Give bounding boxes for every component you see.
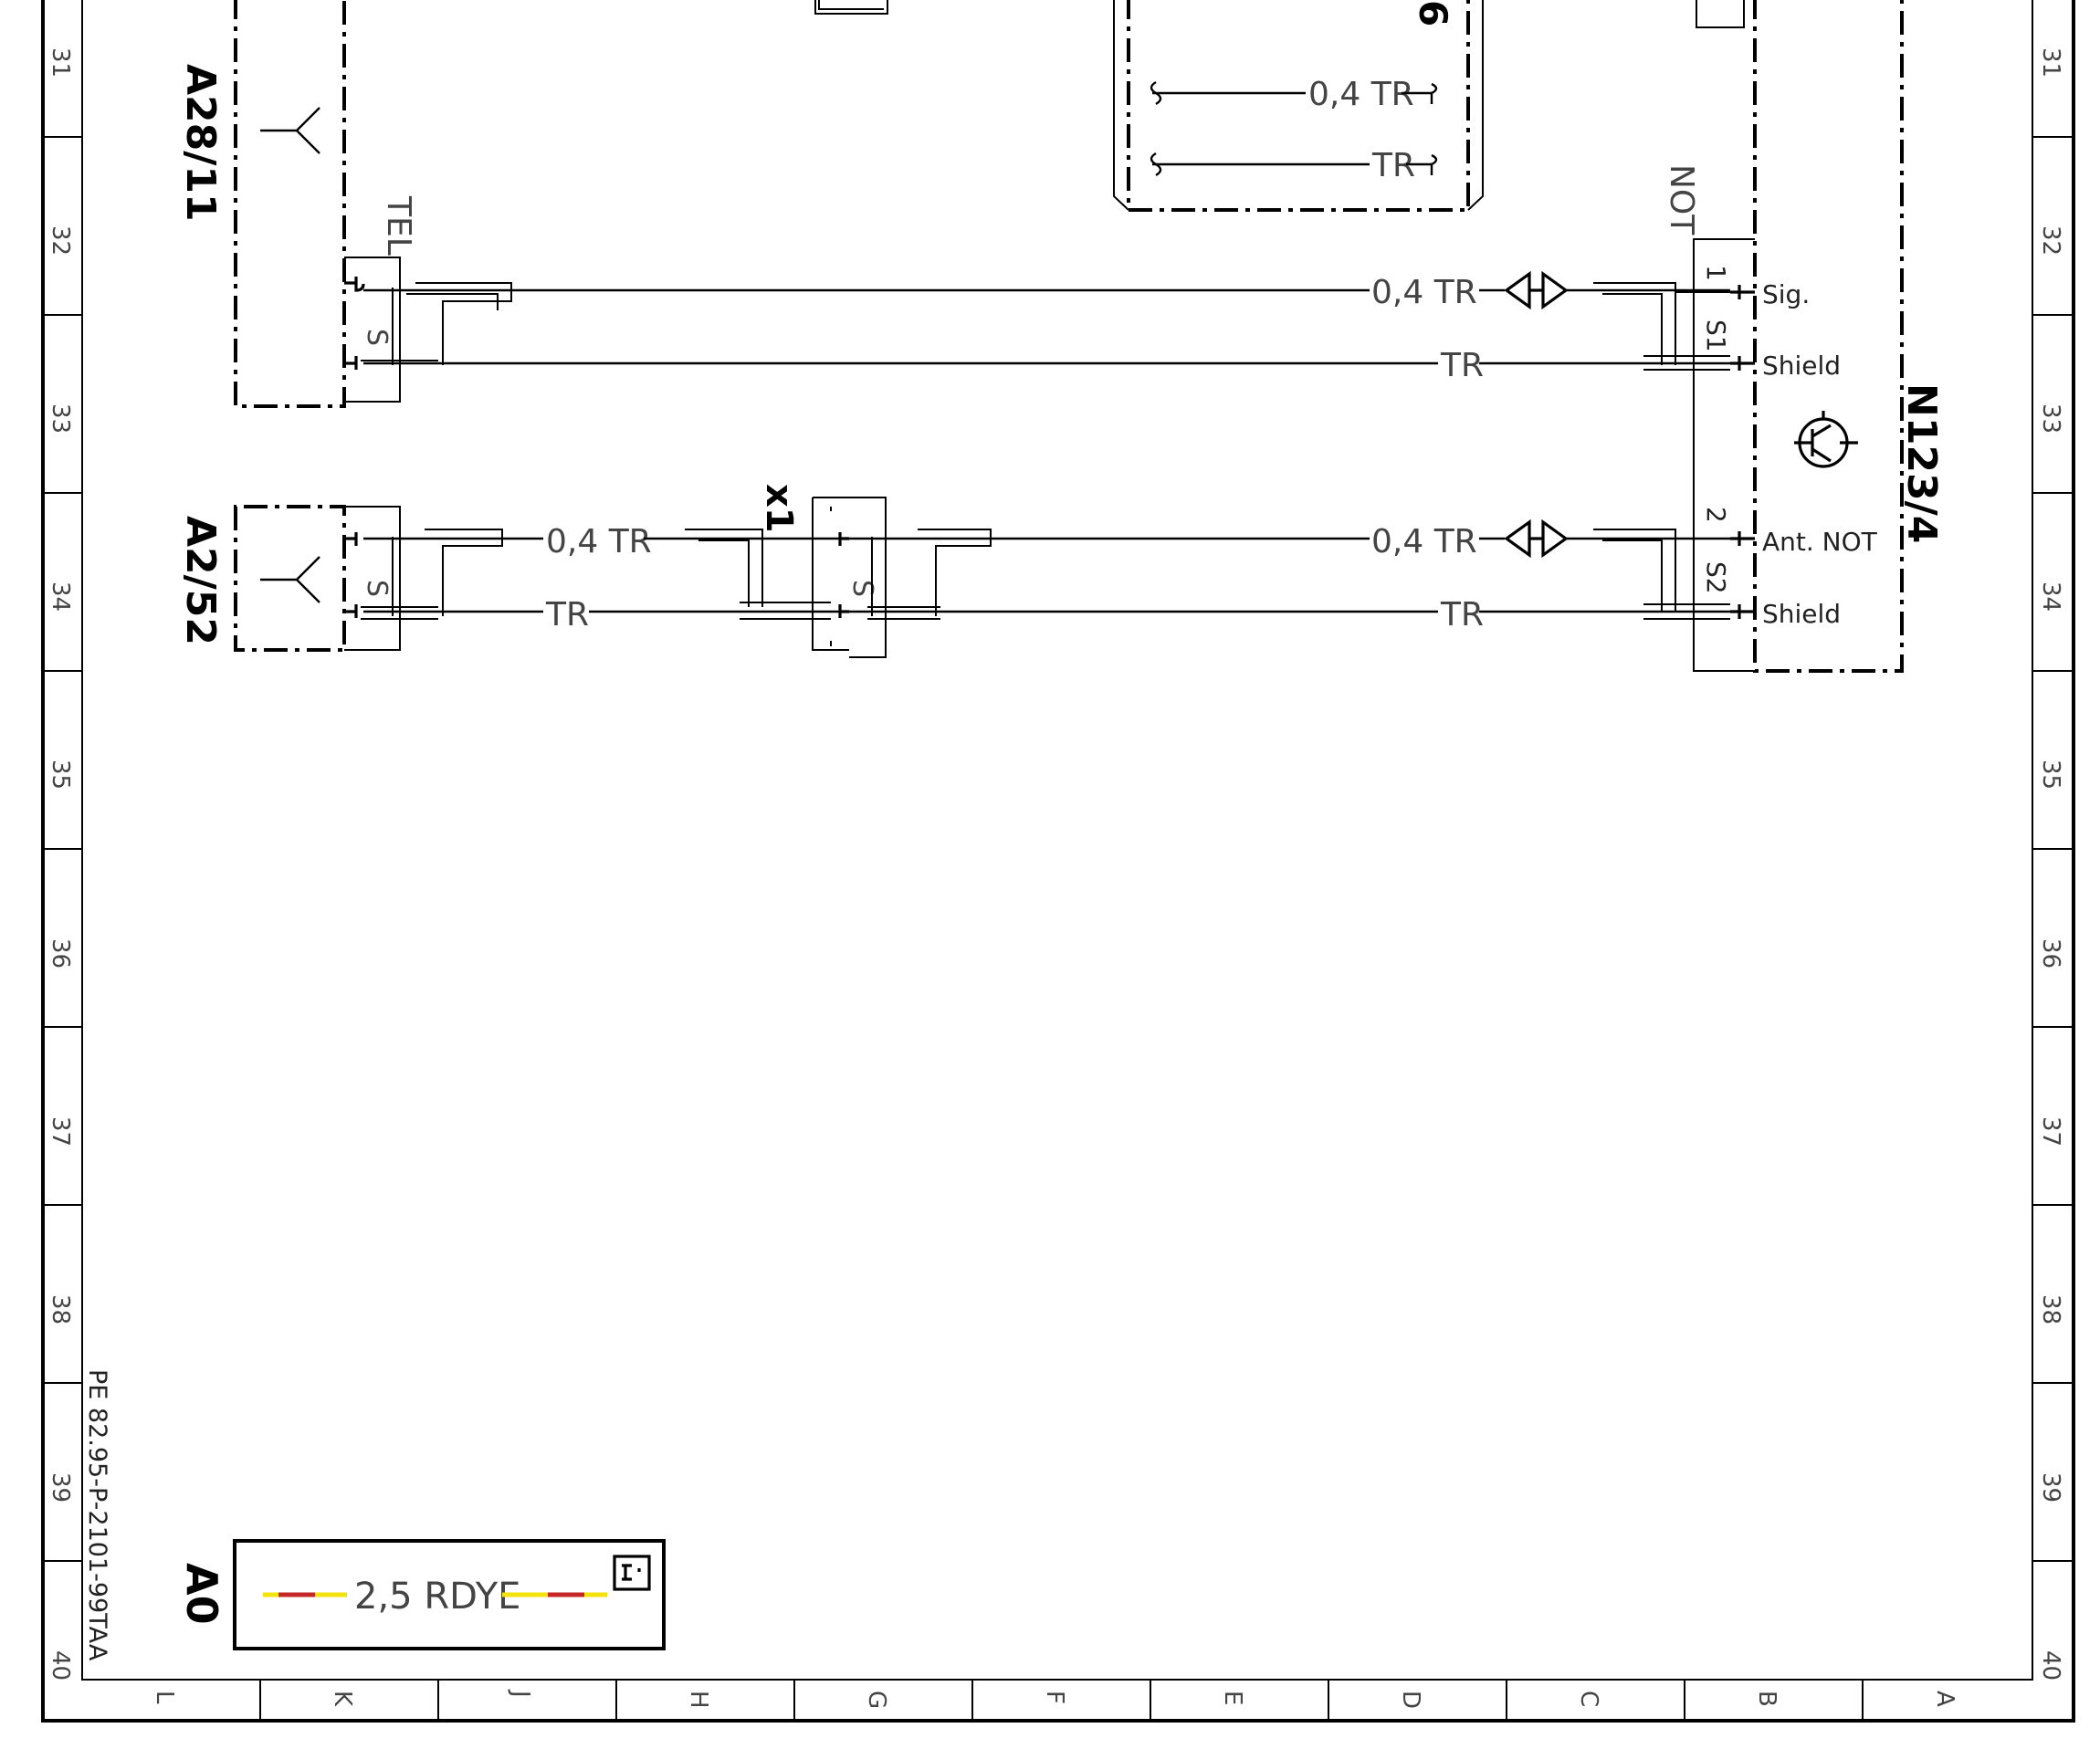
column-letter: J xyxy=(507,1689,534,1698)
pin-label-shield: Shield xyxy=(1762,351,1841,381)
row-numbers-left: 31 32 33 34 35 36 37 38 39 40 xyxy=(47,47,74,1681)
column-letter: F xyxy=(1041,1691,1068,1704)
connector-x1: x1 S xyxy=(758,484,887,658)
row-number: 40 xyxy=(47,1650,74,1681)
pin-label-1: 1 xyxy=(1701,265,1731,281)
component-label-a2-52: A2/52 xyxy=(177,516,224,645)
wire-label: 0,4 TR xyxy=(1371,274,1477,311)
column-letter: B xyxy=(1753,1691,1780,1707)
column-letter: A xyxy=(1931,1691,1958,1707)
pin-label-not: NOT xyxy=(1663,164,1700,236)
column-letter: C xyxy=(1575,1691,1602,1707)
pin-label-s2: S2 xyxy=(1701,561,1731,594)
component-label-x1: x1 xyxy=(758,484,800,533)
row-number: 36 xyxy=(47,938,74,969)
column-letter: L xyxy=(151,1691,178,1704)
row-number: 39 xyxy=(47,1472,74,1503)
component-label-a28-11: A28/11 xyxy=(177,64,224,222)
row-number: 35 xyxy=(2037,759,2064,790)
row-number: 35 xyxy=(47,759,74,790)
wire-run-lower: 0,4 TR TR 0,4 TR TR xyxy=(361,518,1730,634)
pin-label-s: S xyxy=(361,580,393,597)
info-icon xyxy=(613,1555,651,1591)
row-number: 32 xyxy=(47,225,74,256)
row-number: 31 xyxy=(47,47,74,78)
component-a2-52: A2/52 S xyxy=(177,505,401,652)
row-number: 32 xyxy=(2037,225,2064,256)
row-number: 31 xyxy=(2037,47,2064,78)
connector-icon xyxy=(1504,518,1569,559)
wire-run-upper: 0,4 TR TR xyxy=(361,270,1730,384)
connector-icon xyxy=(1504,270,1569,310)
pin-label-2: 2 xyxy=(1701,507,1731,523)
antenna-icon xyxy=(260,107,320,154)
wire-label: TR xyxy=(545,596,589,634)
pin-label-shield: Shield xyxy=(1762,599,1841,629)
row-numbers-right: 31 32 33 34 35 36 37 38 39 40 xyxy=(2037,47,2064,1681)
row-number: 34 xyxy=(47,581,74,612)
row-number: 37 xyxy=(47,1116,74,1147)
component-label-n123-4: N123/4 xyxy=(1898,383,1945,543)
column-letter: K xyxy=(329,1691,356,1707)
row-number: 40 xyxy=(2037,1650,2064,1681)
wire-label: 0,4 TR xyxy=(1371,523,1477,560)
row-number: 36 xyxy=(2037,938,2064,969)
pin-label-s: S xyxy=(361,329,393,346)
column-letters: L K J H G F E D C B A xyxy=(151,1689,1958,1709)
row-number: 39 xyxy=(2037,1472,2064,1503)
pin-label-sig: Sig. xyxy=(1762,279,1810,309)
top-partial-components: 0,4 TR TR 6 xyxy=(814,0,1745,212)
pin-label-s: S xyxy=(846,580,878,597)
column-letter: G xyxy=(863,1691,890,1709)
row-number: 37 xyxy=(2037,1116,2064,1147)
antenna-icon xyxy=(260,556,320,603)
column-letter: D xyxy=(1397,1691,1424,1709)
wire-label: TR xyxy=(1371,147,1415,184)
component-label-top-block: 6 xyxy=(1411,0,1455,26)
wire-label: 0,4 TR xyxy=(1308,76,1414,113)
legend-a0: A0 2,5 RDYE xyxy=(177,1539,666,1650)
row-number: 38 xyxy=(2037,1294,2064,1325)
component-n123-4: N123/4 NOT 1 S1 2 S2 Sig. Shield Ant. NO… xyxy=(1663,0,1945,673)
component-a28-11: A28/11 TEL S xyxy=(177,0,417,408)
row-number: 33 xyxy=(47,403,74,434)
document-id: PE 82.95-P-2101-99TAA xyxy=(83,1369,111,1661)
wire-label: 0,4 TR xyxy=(546,523,652,560)
component-label-a0: A0 xyxy=(177,1563,226,1625)
column-letter: E xyxy=(1219,1691,1246,1705)
row-number: 34 xyxy=(2037,581,2064,612)
pin-label-tel: TEL xyxy=(380,195,417,256)
column-letter: H xyxy=(685,1691,712,1709)
pin-label-s1: S1 xyxy=(1701,319,1731,352)
wire-label: TR xyxy=(1440,596,1484,634)
pin-label-ant-not: Ant. NOT xyxy=(1762,527,1878,557)
row-number: 33 xyxy=(2037,403,2064,434)
wire-label: TR xyxy=(1440,347,1484,384)
row-number: 38 xyxy=(47,1294,74,1325)
sheet-frame xyxy=(41,0,2075,1723)
legend-wire-label: 2,5 RDYE xyxy=(354,1576,520,1618)
transistor-icon xyxy=(1794,411,1858,468)
